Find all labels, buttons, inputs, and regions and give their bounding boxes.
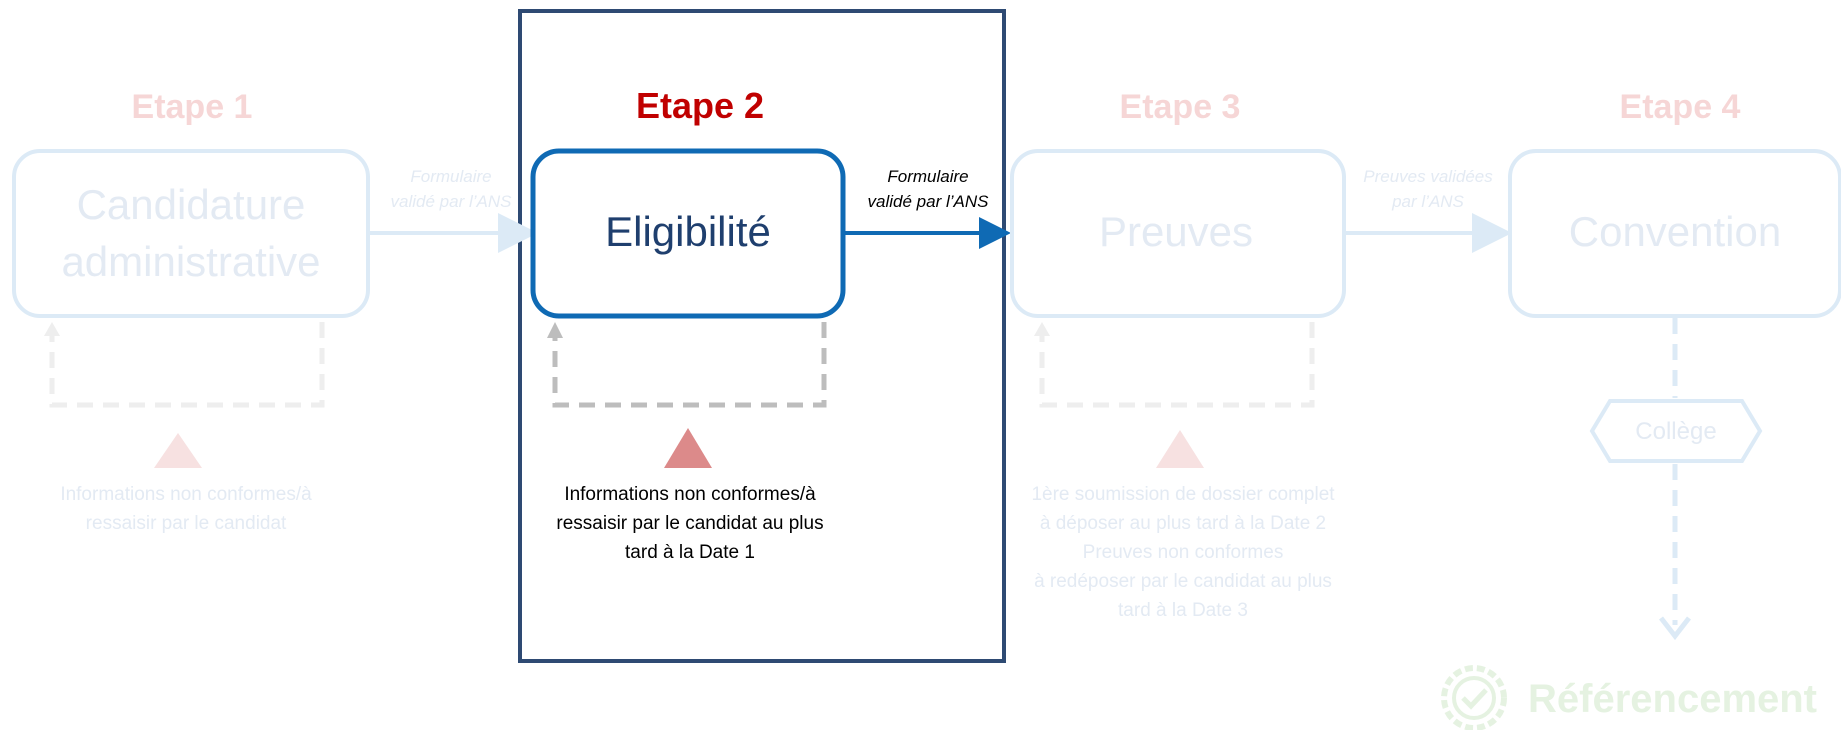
step-2-note-line-3: tard à la Date 1 bbox=[625, 542, 755, 563]
step-2-loop-arrow bbox=[552, 322, 827, 408]
step-2-highlight-frame bbox=[518, 9, 1006, 663]
step-2-box bbox=[530, 148, 846, 319]
step-3-loop-arrow bbox=[1039, 322, 1315, 408]
connector-1-line-2: validé par l’ANS bbox=[391, 192, 513, 211]
step-1-box bbox=[12, 149, 370, 318]
step-4-heading: Etape 4 bbox=[1620, 88, 1741, 126]
step-3-note-line-5: tard à la Date 3 bbox=[1118, 600, 1248, 621]
connector-2-line-1: Formulaire bbox=[887, 167, 968, 186]
connector-3-line-2: par l’ANS bbox=[1391, 192, 1464, 211]
step-3-note-line-3: Preuves non conformes bbox=[1083, 542, 1284, 563]
step-3-note-line-1: 1ère soumission de dossier complet bbox=[1031, 484, 1335, 505]
check-badge-icon bbox=[1441, 665, 1507, 730]
step-4-box bbox=[1508, 149, 1841, 318]
step-3-box-line-1: Preuves bbox=[1099, 208, 1253, 255]
step-1-warning-triangle bbox=[154, 433, 202, 468]
step-1-heading: Etape 1 bbox=[132, 88, 253, 126]
step-1-box-line-1: Candidature bbox=[77, 181, 306, 228]
final-label: Référencement bbox=[1528, 677, 1817, 721]
connector-1-line-1: Formulaire bbox=[410, 167, 491, 186]
step-1-note-line-1: Informations non conformes/à bbox=[60, 484, 312, 505]
step-3-warning-triangle bbox=[1156, 430, 1204, 468]
step-1-note-line-2: ressaisir par le candidat bbox=[86, 513, 287, 534]
step-3-box bbox=[1010, 149, 1346, 318]
step-2-note-line-1: Informations non conformes/à bbox=[564, 484, 816, 505]
step-1-loop-arrowhead bbox=[44, 322, 60, 336]
step-3-note-line-4: à redéposer par le candidat au plus bbox=[1034, 571, 1332, 592]
connector-3-line-1: Preuves validées bbox=[1363, 167, 1493, 186]
step-1-box-line-2: administrative bbox=[61, 238, 320, 285]
step-2-box-line-1: Eligibilité bbox=[605, 208, 771, 255]
step-2-note-line-2: ressaisir par le candidat au plus bbox=[556, 513, 823, 534]
connector-2-line-2: validé par l’ANS bbox=[868, 192, 990, 211]
step-2-heading: Etape 2 bbox=[636, 85, 764, 126]
step-3-note-line-2: à déposer au plus tard à la Date 2 bbox=[1040, 513, 1326, 534]
step-1-loop-arrow bbox=[49, 322, 325, 408]
step-3-heading: Etape 3 bbox=[1120, 88, 1241, 126]
step-2-warning-triangle bbox=[664, 428, 712, 468]
step-3-loop-arrowhead bbox=[1034, 322, 1050, 336]
step-2-loop-arrowhead bbox=[547, 322, 563, 338]
college-badge bbox=[1589, 399, 1763, 463]
step-4-box-line-1: Convention bbox=[1569, 208, 1781, 255]
college-label: Collège bbox=[1635, 418, 1716, 445]
down-arrowhead bbox=[1659, 616, 1691, 641]
